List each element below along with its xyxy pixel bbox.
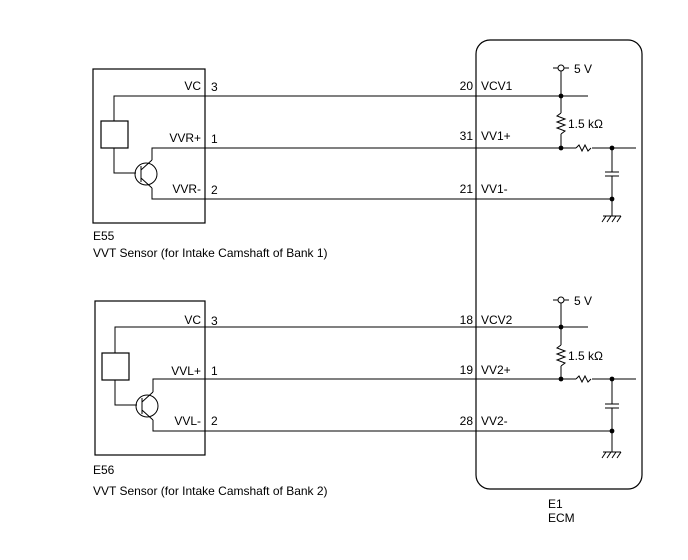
resistor-icon [555,112,567,135]
sensor1-pin-vc-num: 3 [211,80,218,94]
sensor1-coil [100,120,129,149]
sensor2-coil [101,352,130,381]
ecm-pin-31-label: VV1+ [481,129,511,143]
ecm-name-label: ECM [548,511,575,525]
ecm-pin-21-num: 21 [460,182,474,196]
ecm-pin-28-label: VV2- [481,414,508,428]
sensor1-pin-vc-label: VC [184,79,201,93]
sensor2-transistor [135,394,159,418]
sensor1-group: VC 3 VVR+ 1 VVR- 2 20 VCV1 31 VV1+ 21 VV… [92,62,636,260]
sensor1-box [92,68,206,224]
ground-icon [601,451,622,459]
sensor1-transistor [134,162,158,186]
sensor1-pin-gnd-label: VVR- [172,182,201,196]
sensor2-pin-vc-label: VC [184,313,201,327]
sensor1-pin-sig-label: VVR+ [169,131,201,145]
supply-terminal-icon [557,64,565,72]
ground-icon [601,215,622,223]
ecm-pin-19-num: 19 [460,363,474,377]
ecm-pin-20-label: VCV1 [481,79,513,93]
ecm-box [475,39,643,490]
resistor-icon [555,344,567,367]
sensor2-supply-label: 5 V [574,294,592,308]
supply-terminal-icon [557,296,565,304]
ecm-pin-21-label: VV1- [481,182,508,196]
sensor2-pin-sig-label: VVL+ [171,364,201,378]
sensor1-resistor-label: 1.5 kΩ [568,117,603,131]
sensor2-resistor-label: 1.5 kΩ [568,349,603,363]
sensor2-pin-sig-num: 1 [211,364,218,378]
sensor1-connector-label: E55 [93,229,115,243]
ecm-pin-18-num: 18 [460,313,474,327]
resistor-icon [575,374,592,384]
sensor2-box [94,300,206,456]
resistor-icon [575,143,592,153]
sensor1-pin-gnd-num: 2 [211,183,218,197]
ecm-pin-19-label: VV2+ [481,363,511,377]
sensor1-supply-label: 5 V [574,62,592,76]
sensor1-name-label: VVT Sensor (for Intake Camshaft of Bank … [93,246,328,260]
ecm-pin-31-num: 31 [460,129,474,143]
ecm-pin-18-label: VCV2 [481,313,513,327]
sensor2-connector-label: E56 [93,463,115,477]
ecm-pin-20-num: 20 [460,79,474,93]
sensor2-pin-gnd-num: 2 [211,414,218,428]
ecm-connector-label: E1 [548,497,563,511]
sensor2-pin-gnd-label: VVL- [174,414,201,428]
sensor1-pin-sig-num: 1 [211,132,218,146]
sensor2-pin-vc-num: 3 [211,314,218,328]
sensor2-name-label: VVT Sensor (for Intake Camshaft of Bank … [93,484,328,498]
sensor2-group: VC 3 VVL+ 1 VVL- 2 18 VCV2 19 VV2+ 28 VV… [93,294,636,498]
ecm-pin-28-num: 28 [460,414,474,428]
